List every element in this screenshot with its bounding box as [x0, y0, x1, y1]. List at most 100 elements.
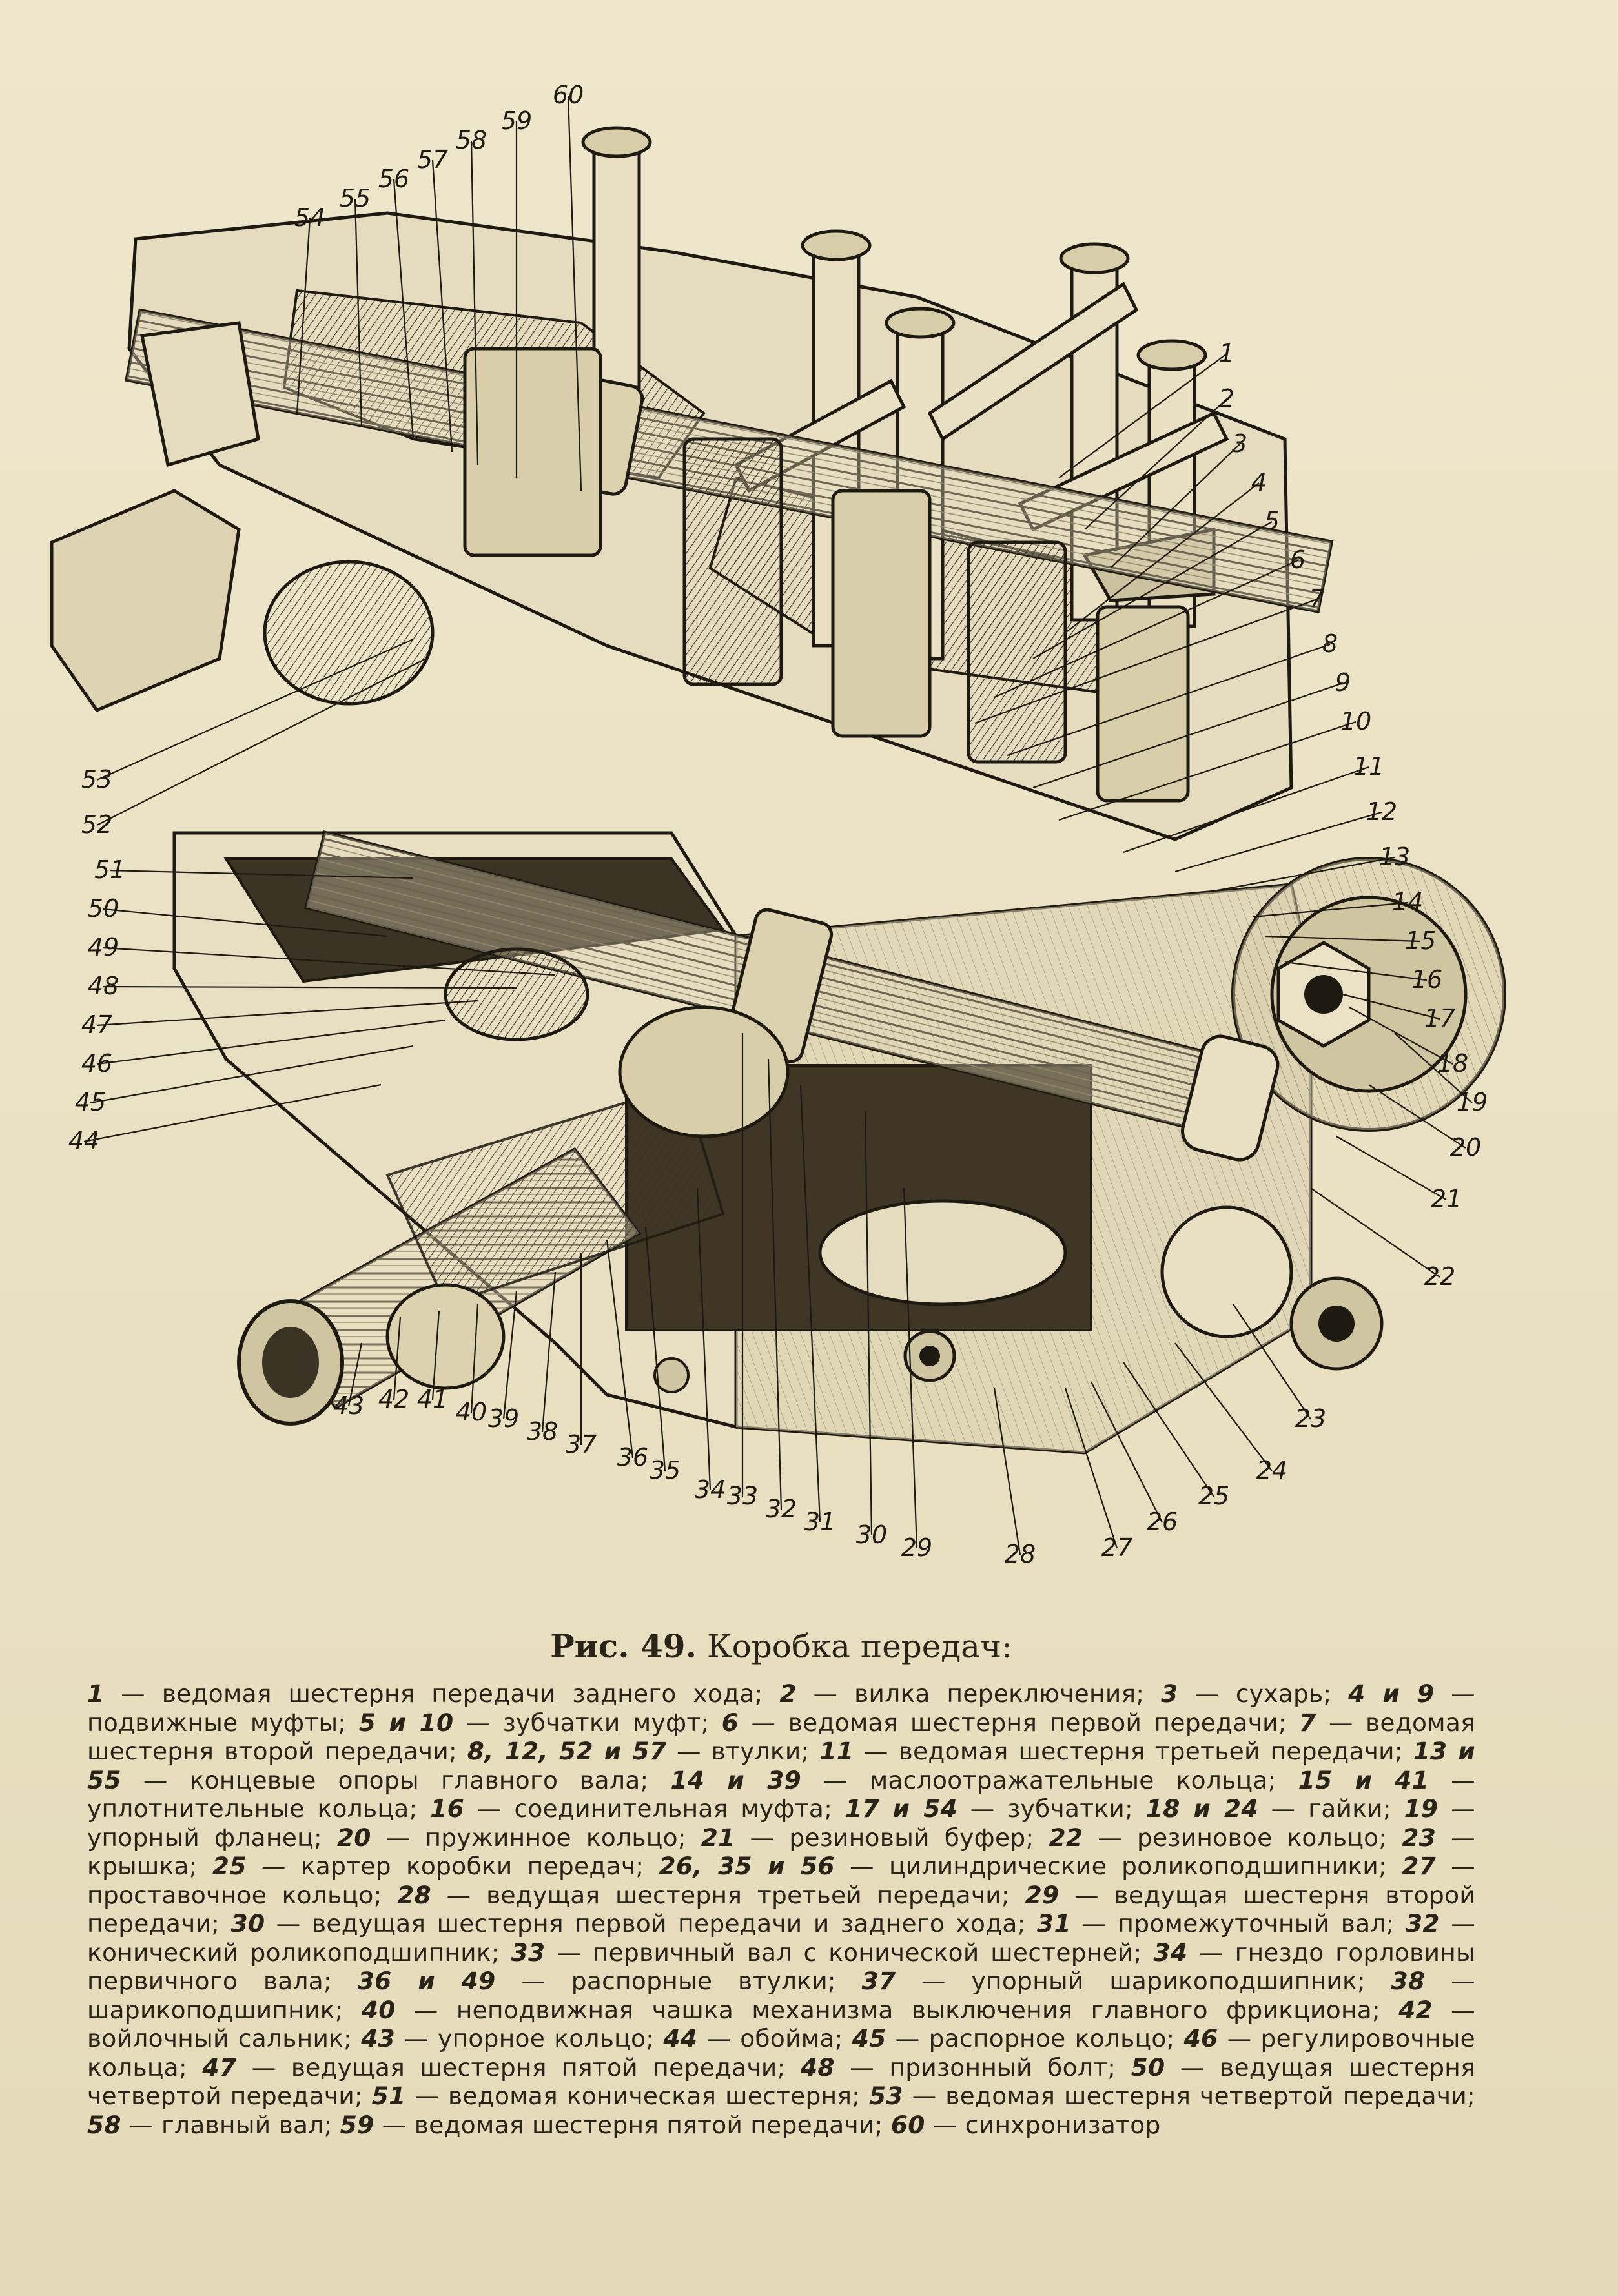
main-shaft-gears [463, 347, 1190, 803]
leader-line [799, 1084, 821, 1523]
legend-entry-number: 47 [202, 2053, 237, 2082]
legend-entry-text: ведущая шестерня четвертой передачи; [87, 2053, 1475, 2111]
leader-line [1058, 721, 1357, 821]
leader-line [1058, 353, 1227, 478]
legend-entry-text: упорный шарикоподшипник; [971, 1967, 1366, 1995]
legend-entry-separator: — [1429, 1765, 1475, 1794]
leader-line [1394, 1032, 1473, 1103]
legend-entry-number: 58 [87, 2110, 121, 2139]
legend-entry: 23 — крышка; [87, 1823, 1475, 1881]
callout-number: 39 [488, 1404, 519, 1433]
legend-entry-separator: — [1187, 1938, 1235, 1967]
callout-number: 2 [1219, 384, 1234, 413]
callout-number: 57 [417, 145, 448, 174]
legend-entry-text: втулки; [711, 1737, 810, 1765]
legend-entry-number: 45 [852, 2024, 886, 2053]
legend-entry-number: 19 [1404, 1794, 1439, 1823]
legend-entry-separator: — [374, 2110, 415, 2139]
legend-entry: 20 — пружинное кольцо; [337, 1823, 686, 1852]
legend-entry-separator: — [1316, 1708, 1366, 1737]
legend-entry-separator: — [666, 1737, 712, 1765]
legend-entry-separator: — [834, 2053, 890, 2082]
legend-entry-number: 8, 12, 52 и 57 [467, 1737, 667, 1765]
leader-line [1032, 682, 1344, 789]
callout-number: 10 [1340, 707, 1371, 735]
legend-entry-text: ведущая шестерня второй передачи; [87, 1880, 1476, 1938]
legend-entry-separator: — [1439, 1909, 1475, 1938]
callout-number: 25 [1198, 1482, 1229, 1510]
legend-entry-text: первичный вал с конической шестерней; [592, 1938, 1142, 1967]
legend-entry-separator: — [1432, 1995, 1475, 2024]
legend-entry-number: 3 [1161, 1679, 1178, 1708]
callout-number: 49 [88, 933, 119, 961]
legend-entry-text: распорное кольцо; [928, 2024, 1175, 2053]
leader-line [470, 1304, 479, 1413]
leader-line [974, 598, 1318, 724]
legend-entry: 4 и 9 — подвижные муфты; [87, 1679, 1475, 1737]
legend-entry-text: ведущая шестерня третьей передачи; [486, 1880, 1010, 1909]
legend-entry: 58 — главный вал; [87, 2111, 333, 2139]
legend-entry-number: 40 [361, 1995, 396, 2024]
legend-entry-number: 2 [779, 1679, 797, 1708]
legend-entry-number: 21 [701, 1823, 735, 1852]
legend-entry: 26, 35 и 56 — цилиндрические роликоподши… [659, 1852, 1387, 1880]
legend-entry: 60 — синхронизатор [891, 2111, 1161, 2139]
legend-entry-number: 27 [1402, 1852, 1436, 1880]
figure-number: Рис. 49. [550, 1627, 697, 1665]
callout-number: 15 [1405, 927, 1436, 955]
legend-entry-separator: — [236, 2053, 291, 2082]
legend-entry-number: 42 [1398, 1995, 1433, 2024]
callout-number: 17 [1424, 1004, 1455, 1032]
callout-number: 46 [81, 1049, 112, 1078]
legend-entry: 8, 12, 52 и 57 — втулки; [467, 1737, 810, 1765]
legend-entry-number: 26, 35 и 56 [659, 1852, 835, 1880]
legend-entry-number: 22 [1049, 1823, 1083, 1852]
leader-line [502, 1291, 518, 1420]
leader-line [1316, 987, 1440, 1020]
leader-line [96, 638, 414, 781]
legend-entry: 27 — проставочное кольцо; [87, 1852, 1475, 1909]
legend-entry-text: призонный болт; [889, 2053, 1116, 2082]
legend-entry-text: неподвижная чашка механизма выключения г… [456, 1995, 1380, 2024]
callout-number: 44 [68, 1127, 99, 1155]
callout-number: 40 [456, 1398, 487, 1426]
leader-line [1336, 1136, 1447, 1200]
legend-entry-number: 31 [1037, 1909, 1071, 1938]
leader-line [1032, 521, 1273, 659]
legend-entry: 33 — первичный вал с конической шестерне… [511, 1938, 1142, 1967]
leader-line [1065, 482, 1260, 633]
legend-entry-number: 11 [819, 1737, 854, 1765]
bevel-gear-assembly [444, 947, 1067, 1306]
legend-entry-number: 48 [800, 2053, 835, 2082]
callout-number: 32 [766, 1495, 797, 1523]
callout-number: 53 [81, 765, 112, 794]
leader-line [567, 95, 582, 491]
legend-entry-text: вилка переключения; [854, 1679, 1145, 1708]
callout-number: 8 [1322, 630, 1338, 658]
callout-number: 30 [856, 1521, 887, 1549]
leader-line [606, 1239, 634, 1459]
callout-number: 45 [75, 1088, 106, 1116]
leader-line [393, 179, 415, 440]
callout-number: 43 [333, 1391, 364, 1420]
countershaft [304, 830, 1280, 1162]
legend-entry-text: резиновое кольцо; [1137, 1823, 1388, 1852]
legend-entry-text: ведомая шестерня пятой передачи; [414, 2110, 883, 2139]
leader-line [903, 1187, 918, 1549]
legend-entry-separator: — [1425, 1967, 1475, 1995]
legend-entry: 18 и 24 — гайки; [1146, 1794, 1391, 1823]
callout-number: 9 [1335, 668, 1351, 697]
legend-entry-separator: — [405, 2082, 448, 2110]
callout-number: 29 [901, 1533, 932, 1562]
leader-line [1252, 901, 1408, 918]
legend-entry-number: 38 [1391, 1967, 1426, 1995]
callout-number: 59 [501, 107, 532, 135]
legend-entry-number: 44 [663, 2024, 698, 2053]
input-shaft [237, 1083, 725, 1426]
legend-entry-separator: — [1178, 1679, 1236, 1708]
legend-entry-number: 59 [340, 2110, 374, 2139]
leader-line [431, 1310, 440, 1400]
leader-line [1110, 444, 1240, 569]
legend-entry-number: 14 и 39 [670, 1765, 802, 1794]
callout-number: 26 [1147, 1508, 1178, 1536]
